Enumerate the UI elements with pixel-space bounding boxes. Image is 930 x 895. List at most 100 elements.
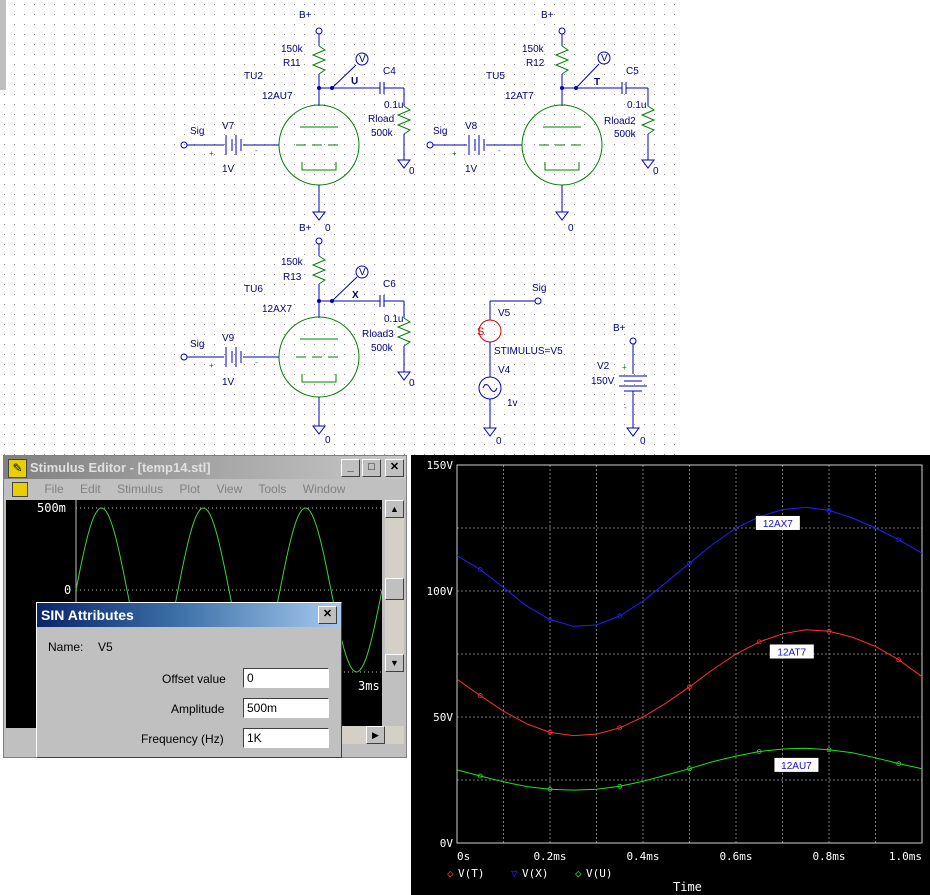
menu-file[interactable]: File: [44, 482, 64, 496]
scroll-thumb[interactable]: [385, 578, 404, 600]
annotation-label-0: 12AX7: [763, 519, 793, 530]
sig-label-c: Sig: [190, 339, 204, 350]
document-icon[interactable]: [12, 482, 28, 498]
series-point-2: [826, 747, 832, 753]
rload2-value: 500k: [614, 129, 637, 140]
menu-window[interactable]: Window: [302, 482, 346, 496]
stim-property: STIMULUS=V5: [494, 346, 563, 357]
r13-value: 150k: [281, 257, 304, 268]
sig-label-a: Sig: [190, 126, 204, 137]
vertical-scrollbar[interactable]: ▲ ▼: [385, 500, 404, 672]
probe-v-b: V: [601, 53, 608, 64]
r12-value: 150k: [522, 44, 545, 55]
annotation-label-1: 12AT7: [777, 647, 806, 658]
annotation-box-1: [769, 644, 814, 659]
v8-name: V8: [465, 121, 478, 132]
series-point-1: [826, 507, 832, 513]
series-point-2: [617, 783, 623, 789]
c5-value: 0.1u: [627, 100, 646, 111]
supply-label-a: B+: [299, 10, 312, 21]
close-button[interactable]: ✕: [385, 459, 404, 477]
r11-value: 150k: [281, 44, 304, 55]
y-tick-label: 100V: [427, 585, 454, 598]
legend-marker-2: ◇: [575, 867, 582, 880]
supply-label-b: B+: [541, 10, 554, 21]
x-axis-title: Time: [673, 880, 702, 894]
horizontal-scrollbar[interactable]: ▶: [342, 726, 404, 744]
tu2-name: TU2: [244, 71, 263, 82]
series-point-0: [477, 693, 483, 698]
tu5-model: 12AT7: [505, 91, 534, 102]
series-point-2: [896, 761, 902, 767]
v9-name: V9: [222, 333, 235, 344]
r12-name: R12: [526, 58, 545, 69]
menu-tools[interactable]: Tools: [258, 482, 287, 496]
tu5-name: TU5: [486, 71, 505, 82]
tu6-name: TU6: [244, 284, 263, 295]
rload3-name: Rload3: [362, 329, 394, 340]
rload3-value: 500k: [371, 343, 394, 354]
node-t: T: [594, 77, 600, 88]
plot-frame: [456, 464, 923, 844]
minimize-button[interactable]: _: [341, 459, 360, 477]
sin-dialog-title[interactable]: SIN Attributes: [37, 603, 341, 627]
rload2-name: Rload2: [604, 116, 636, 127]
menu-stimulus[interactable]: Stimulus: [117, 482, 164, 496]
x-tick-label: 0.8ms: [812, 850, 845, 863]
menu-view[interactable]: View: [216, 482, 243, 496]
scroll-up-icon[interactable]: ▲: [385, 500, 404, 518]
menu-edit[interactable]: Edit: [80, 482, 101, 496]
tu6-model: 12AX7: [262, 304, 292, 315]
name-value: V5: [98, 640, 113, 654]
stimulus-editor-menubar: File Edit Stimulus Plot View Tools Windo…: [4, 480, 406, 498]
supply-label-c: B+: [299, 223, 312, 234]
c6-name: C6: [383, 279, 396, 290]
offset-input[interactable]: [243, 668, 329, 688]
scroll-down-icon[interactable]: ▼: [385, 654, 404, 672]
menu-plot[interactable]: Plot: [179, 482, 201, 496]
rload-value: 500k: [371, 128, 394, 139]
tu2-model: 12AU7: [262, 91, 293, 102]
v2-name: V2: [597, 361, 610, 372]
schematic-canvas[interactable]: B+ 150k R11 TU2 12AU7 U V C4 0.1u Rload …: [0, 0, 930, 455]
y-tick-label: 150V: [427, 459, 454, 472]
v4-value: 1v: [507, 398, 518, 409]
y-tick-label: 50V: [433, 711, 453, 724]
sin-attributes-dialog[interactable]: SIN Attributes ✕ Name: V5 Offset value A…: [36, 602, 342, 758]
y-tick-label: 0V: [440, 837, 454, 850]
amplitude-input[interactable]: [243, 698, 329, 718]
stimulus-editor-title[interactable]: Stimulus Editor - [temp14.stl]: [4, 456, 406, 479]
r13-name: R13: [283, 272, 302, 283]
sin-close-button[interactable]: ✕: [318, 606, 337, 624]
x-tick-label: 0.6ms: [719, 850, 752, 863]
gnd-label-b2: 0: [568, 223, 574, 234]
x-tick-label: 0s: [457, 850, 470, 863]
series-point-1: [547, 617, 553, 622]
stimulus-editor-app-icon[interactable]: ✎: [8, 459, 27, 478]
svg-text:+: +: [622, 363, 627, 372]
svg-text:+: +: [209, 361, 214, 370]
frequency-input[interactable]: [243, 728, 329, 748]
probe-v-c: V: [359, 267, 366, 278]
maximize-button[interactable]: □: [362, 459, 381, 477]
v4-name: V4: [498, 365, 511, 376]
c6-value: 0.1u: [384, 314, 403, 325]
series-point-0: [756, 639, 762, 645]
series-point-1: [477, 567, 483, 572]
x-tick-label: 0.4ms: [626, 850, 659, 863]
svg-text:-: -: [255, 146, 258, 155]
supply-label-v2: B+: [613, 323, 626, 334]
gnd-label-v4: 0: [496, 436, 502, 447]
annotation-box-2: [774, 757, 819, 772]
gnd-label-b1: 0: [653, 166, 659, 177]
scroll-right-icon[interactable]: ▶: [366, 726, 385, 744]
node-x: X: [352, 290, 359, 301]
gnd-label-c1: 0: [409, 378, 415, 389]
stage-12ax7: [180, 237, 412, 435]
series-point-2: [547, 786, 553, 792]
svg-text:-: -: [624, 403, 627, 412]
c5-name: C5: [626, 66, 639, 77]
